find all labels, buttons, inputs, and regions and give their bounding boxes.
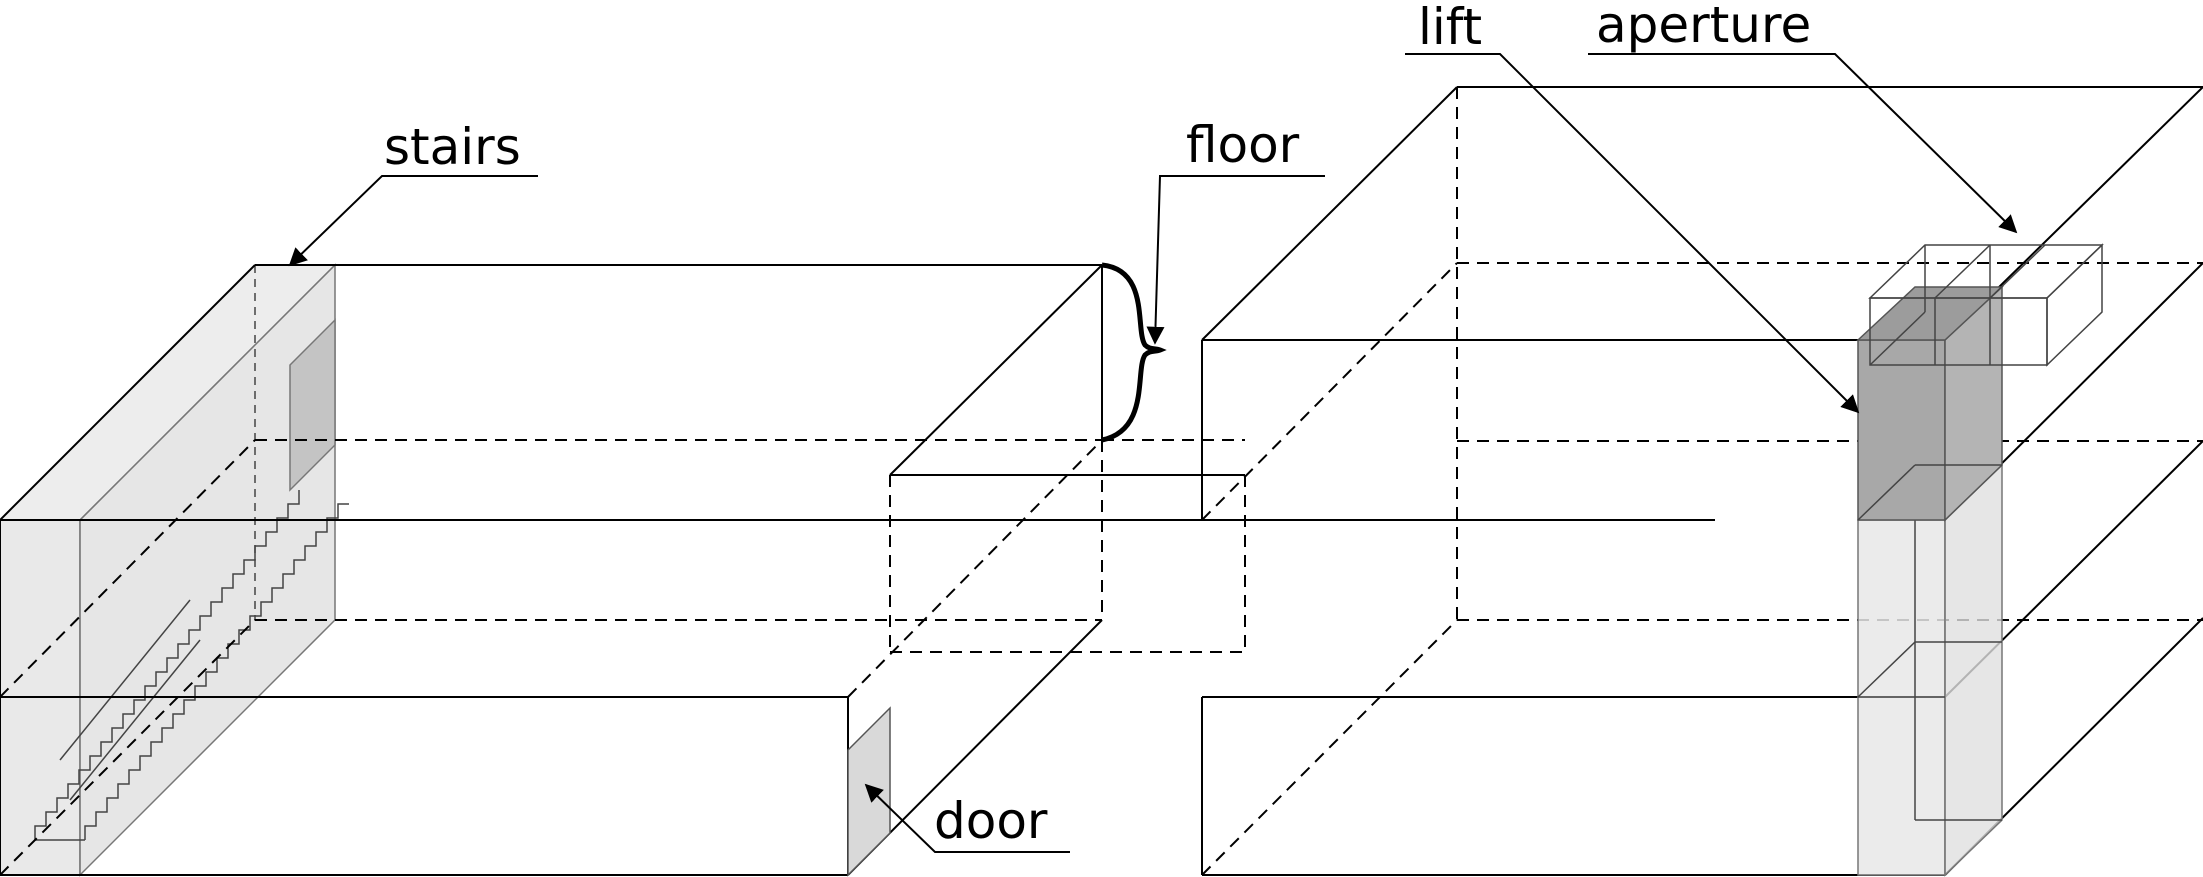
label-door: door: [864, 783, 1070, 853]
label-stairs: stairs: [288, 118, 538, 267]
stairwell: [0, 263, 349, 877]
svg-text:aperture: aperture: [1596, 0, 1811, 54]
floor-brace: [1101, 262, 1167, 443]
aperture-box: [1868, 243, 2104, 367]
label-lift: lift: [1405, 0, 1860, 414]
right-building: [1201, 86, 2203, 877]
stair-steps: [34, 490, 349, 841]
svg-text:floor: floor: [1186, 116, 1300, 174]
left-building: [0, 263, 1715, 877]
svg-text:door: door: [934, 792, 1048, 850]
svg-text:lift: lift: [1418, 0, 1482, 56]
svg-text:stairs: stairs: [384, 118, 521, 176]
door-panel: [847, 706, 891, 877]
label-aperture: aperture: [1588, 0, 2018, 234]
label-floor: floor: [1146, 116, 1325, 345]
lift-shaft: [1856, 285, 2004, 877]
